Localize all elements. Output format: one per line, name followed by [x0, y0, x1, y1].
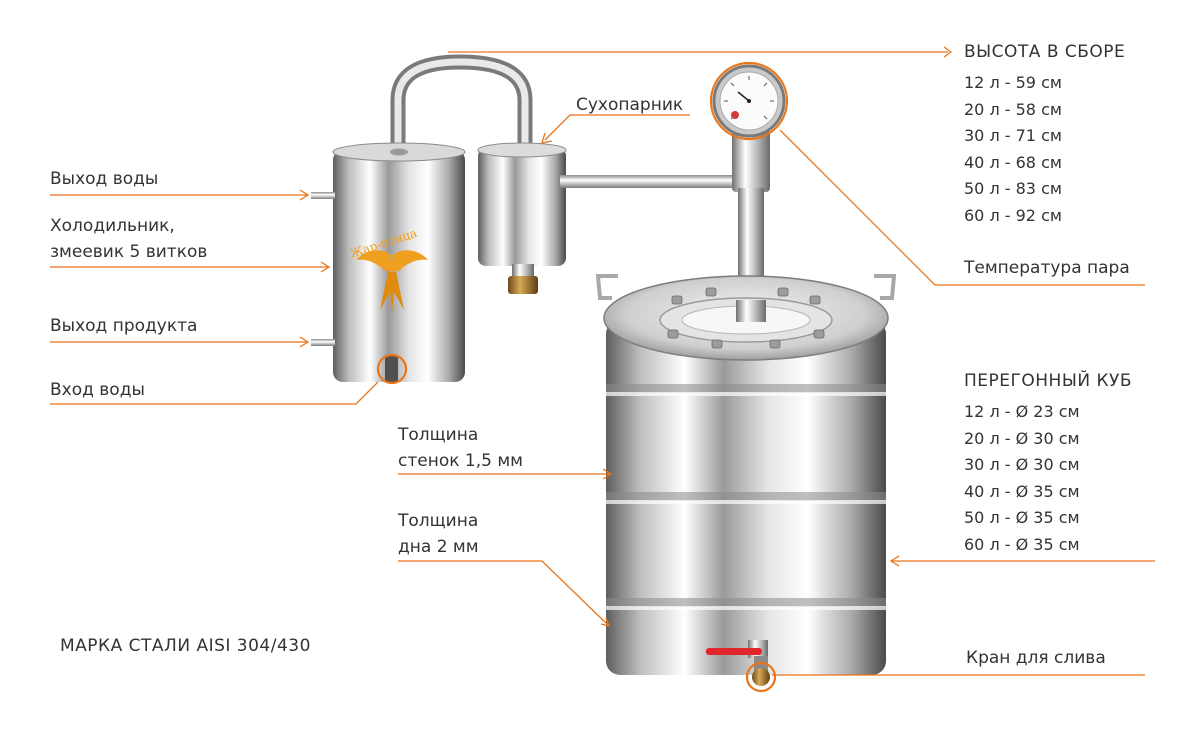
- height-title: ВЫСОТА В СБОРЕ: [964, 42, 1126, 62]
- water-inlet-marker: [376, 353, 408, 385]
- diameter-item: 20 л - Ø 30 см: [964, 428, 1080, 448]
- height-item: 40 л - 68 см: [964, 152, 1062, 172]
- product-out-label: Выход продукта: [50, 316, 198, 336]
- drain-tap-label: Кран для слива: [966, 648, 1106, 668]
- still-title: ПЕРЕГОННЫЙ КУБ: [964, 371, 1133, 391]
- water-out-label: Выход воды: [50, 169, 159, 189]
- drain-tap-marker: [745, 661, 777, 693]
- height-item: 12 л - 59 см: [964, 73, 1062, 92]
- bottom-thickness-line2: дна 2 мм: [398, 537, 479, 557]
- height-item: 20 л - 58 см: [964, 99, 1062, 119]
- wall-thickness-line2: стенок 1,5 мм: [398, 451, 523, 471]
- wall-thickness-line1: Толщина: [398, 425, 479, 445]
- diameter-item: 12 л - Ø 23 см: [964, 402, 1080, 421]
- cooler-label-line1: Холодильник,: [50, 216, 175, 236]
- thermometer-marker: [709, 61, 789, 141]
- steam-temp-label: Температура пара: [964, 258, 1130, 278]
- dry-steamer-label: Сухопарник: [576, 95, 684, 115]
- diameter-item: 40 л - Ø 35 см: [964, 481, 1080, 501]
- bottom-thickness-line1: Толщина: [398, 511, 479, 531]
- height-item: 30 л - 71 см: [964, 126, 1062, 145]
- steel-grade-label: МАРКА СТАЛИ AISI 304/430: [60, 636, 311, 656]
- cooler-label-line2: змеевик 5 витков: [50, 242, 208, 262]
- diameter-list: 12 л - Ø 23 см 20 л - Ø 30 см 30 л - Ø 3…: [964, 399, 1080, 558]
- water-in-label: Вход воды: [50, 380, 145, 400]
- diameter-item: 60 л - Ø 35 см: [964, 534, 1080, 554]
- height-list: 12 л - 59 см 20 л - 58 см 30 л - 71 см 4…: [964, 70, 1062, 229]
- diameter-item: 50 л - Ø 35 см: [964, 508, 1080, 527]
- height-item: 60 л - 92 см: [964, 205, 1062, 225]
- height-item: 50 л - 83 см: [964, 179, 1062, 198]
- diameter-item: 30 л - Ø 30 см: [964, 455, 1080, 474]
